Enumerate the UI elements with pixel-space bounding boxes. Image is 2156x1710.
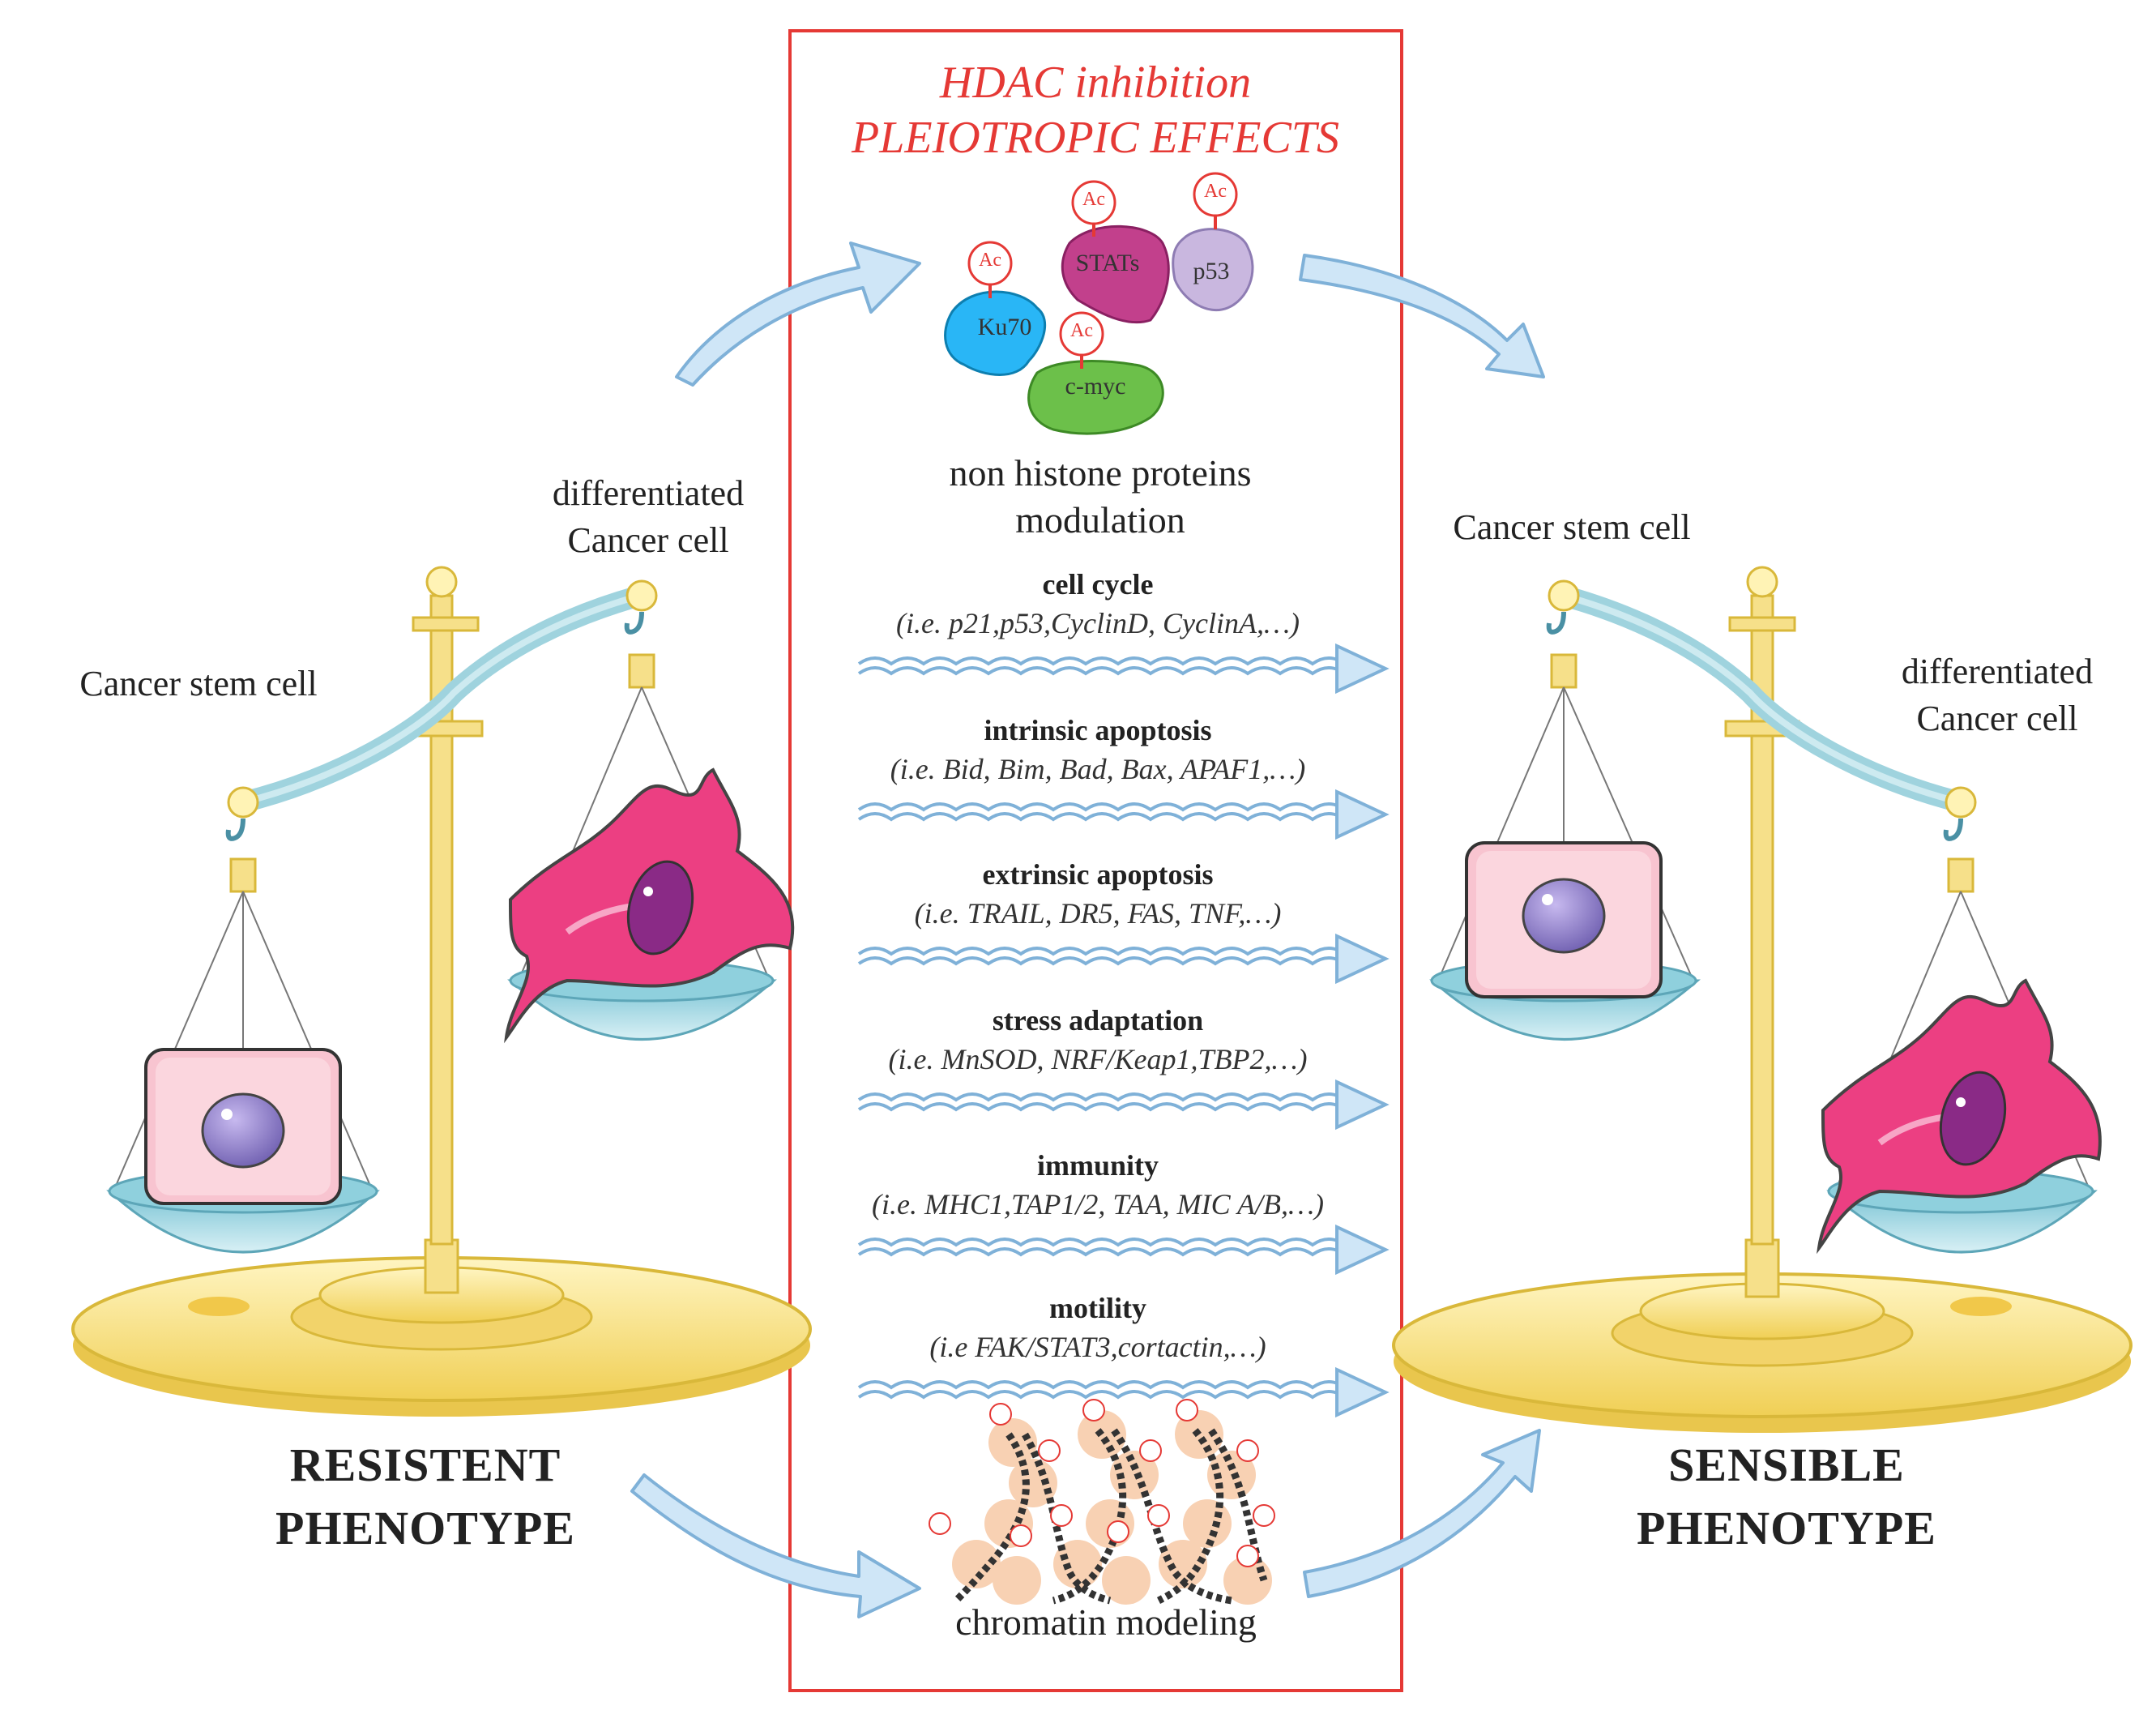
arrow-bottom-left [630, 1473, 921, 1618]
protein-label-ku70: Ku70 [977, 314, 1032, 340]
header-title-line2: PLEIOTROPIC EFFECTS [852, 113, 1339, 163]
chromatin-illustration [929, 1399, 1275, 1605]
protein-label-p53: p53 [1193, 258, 1230, 284]
pathway-examples: (i.e. TRAIL, DR5, FAS, TNF,…) [914, 897, 1282, 930]
pathway-examples: (i.e. MnSOD, NRF/Keap1,TBP2,…) [888, 1043, 1308, 1075]
chromatin-ac-icon [1050, 1504, 1073, 1527]
resistent-phenotype-line1: RESISTENT [289, 1439, 561, 1491]
protein-stats [1061, 224, 1170, 324]
pathway-name: motility [1049, 1292, 1146, 1324]
chromatin-ac-icon [929, 1512, 951, 1535]
left-balance-scale [71, 566, 812, 1417]
wavy-arrow [857, 789, 1390, 840]
ac-label: Ac [1204, 181, 1227, 202]
central-frame [788, 29, 1403, 1692]
ac-label: Ac [979, 250, 1001, 271]
chromatin-ac-icon [1038, 1439, 1061, 1462]
ac-label: Ac [1070, 320, 1093, 341]
ac-label: Ac [1082, 189, 1105, 210]
protein-label-cmyc: c-myc [1065, 373, 1126, 400]
right-diff-cell [1817, 978, 2102, 1255]
chromatin-ac-icon [1139, 1439, 1162, 1462]
non-histone-caption-line1: non histone proteins [949, 452, 1252, 494]
left-stem-cell [144, 1048, 342, 1205]
chromatin-ac-icon [1236, 1545, 1259, 1567]
arrow-bottom-right [1303, 1429, 1541, 1598]
pathway-name: intrinsic apoptosis [984, 714, 1212, 746]
pathway-examples: (i.e FAK/STAT3,cortactin,…) [929, 1331, 1266, 1363]
protein-ku70 [944, 290, 1046, 376]
non-histone-proteins [944, 172, 1254, 435]
pathway-name: stress adaptation [992, 1004, 1204, 1037]
pathway-name: immunity [1036, 1149, 1159, 1182]
resistent-phenotype-line2: PHENOTYPE [275, 1502, 575, 1554]
protein-p53 [1172, 228, 1254, 312]
left-stem-cell-label: Cancer stem cell [79, 664, 318, 703]
curved-arrows [630, 242, 1545, 1618]
right-diff-cell-label-line2: Cancer cell [1916, 699, 2078, 738]
wavy-arrow [857, 1366, 1390, 1418]
pathway-examples: (i.e. Bid, Bim, Bad, Bax, APAF1,…) [890, 753, 1306, 785]
arrow-top-left [675, 242, 921, 387]
wavy-arrow [857, 643, 1390, 695]
pathway-name: extrinsic apoptosis [982, 858, 1214, 891]
pathway-name: cell cycle [1042, 568, 1154, 601]
sensible-phenotype-line2: PHENOTYPE [1637, 1502, 1936, 1554]
wavy-arrows [857, 643, 1390, 1418]
protein-label-stats: STATs [1075, 250, 1140, 276]
non-histone-caption-line2: modulation [1015, 499, 1185, 541]
left-diff-cell-label-line2: Cancer cell [567, 520, 729, 560]
chromatin-ac-icon [1010, 1524, 1032, 1547]
chromatin-ac-icon [1236, 1439, 1259, 1462]
chromatin-caption: chromatin modeling [955, 1601, 1257, 1643]
chromatin-ac-icon [1176, 1399, 1198, 1421]
pathway-examples: (i.e. MHC1,TAP1/2, TAA, MIC A/B,…) [872, 1188, 1324, 1221]
right-diff-cell-label-line1: differentiated [1901, 652, 2094, 691]
header-title-line1: HDAC inhibition [939, 58, 1252, 108]
chromatin-ac-icon [1253, 1504, 1275, 1527]
chromatin-ac-icon [1107, 1520, 1129, 1543]
left-diff-cell [504, 767, 795, 1044]
chromatin-ac-icon [989, 1403, 1012, 1426]
wavy-arrow [857, 933, 1390, 985]
sensible-phenotype-line1: SENSIBLE [1668, 1439, 1905, 1491]
chromatin-ac-icon [1082, 1399, 1105, 1421]
chromatin-ac-icon [1147, 1504, 1170, 1527]
wavy-arrow [857, 1224, 1390, 1276]
pathway-examples: (i.e. p21,p53,CyclinD, CyclinA,…) [896, 607, 1300, 639]
right-balance-scale [1392, 566, 2133, 1433]
protein-cmyc [1027, 360, 1164, 435]
wavy-arrow [857, 1079, 1390, 1131]
arrow-top-right [1299, 254, 1545, 378]
right-stem-cell-label: Cancer stem cell [1453, 507, 1691, 547]
left-diff-cell-label-line1: differentiated [552, 473, 745, 513]
right-stem-cell [1465, 841, 1663, 998]
